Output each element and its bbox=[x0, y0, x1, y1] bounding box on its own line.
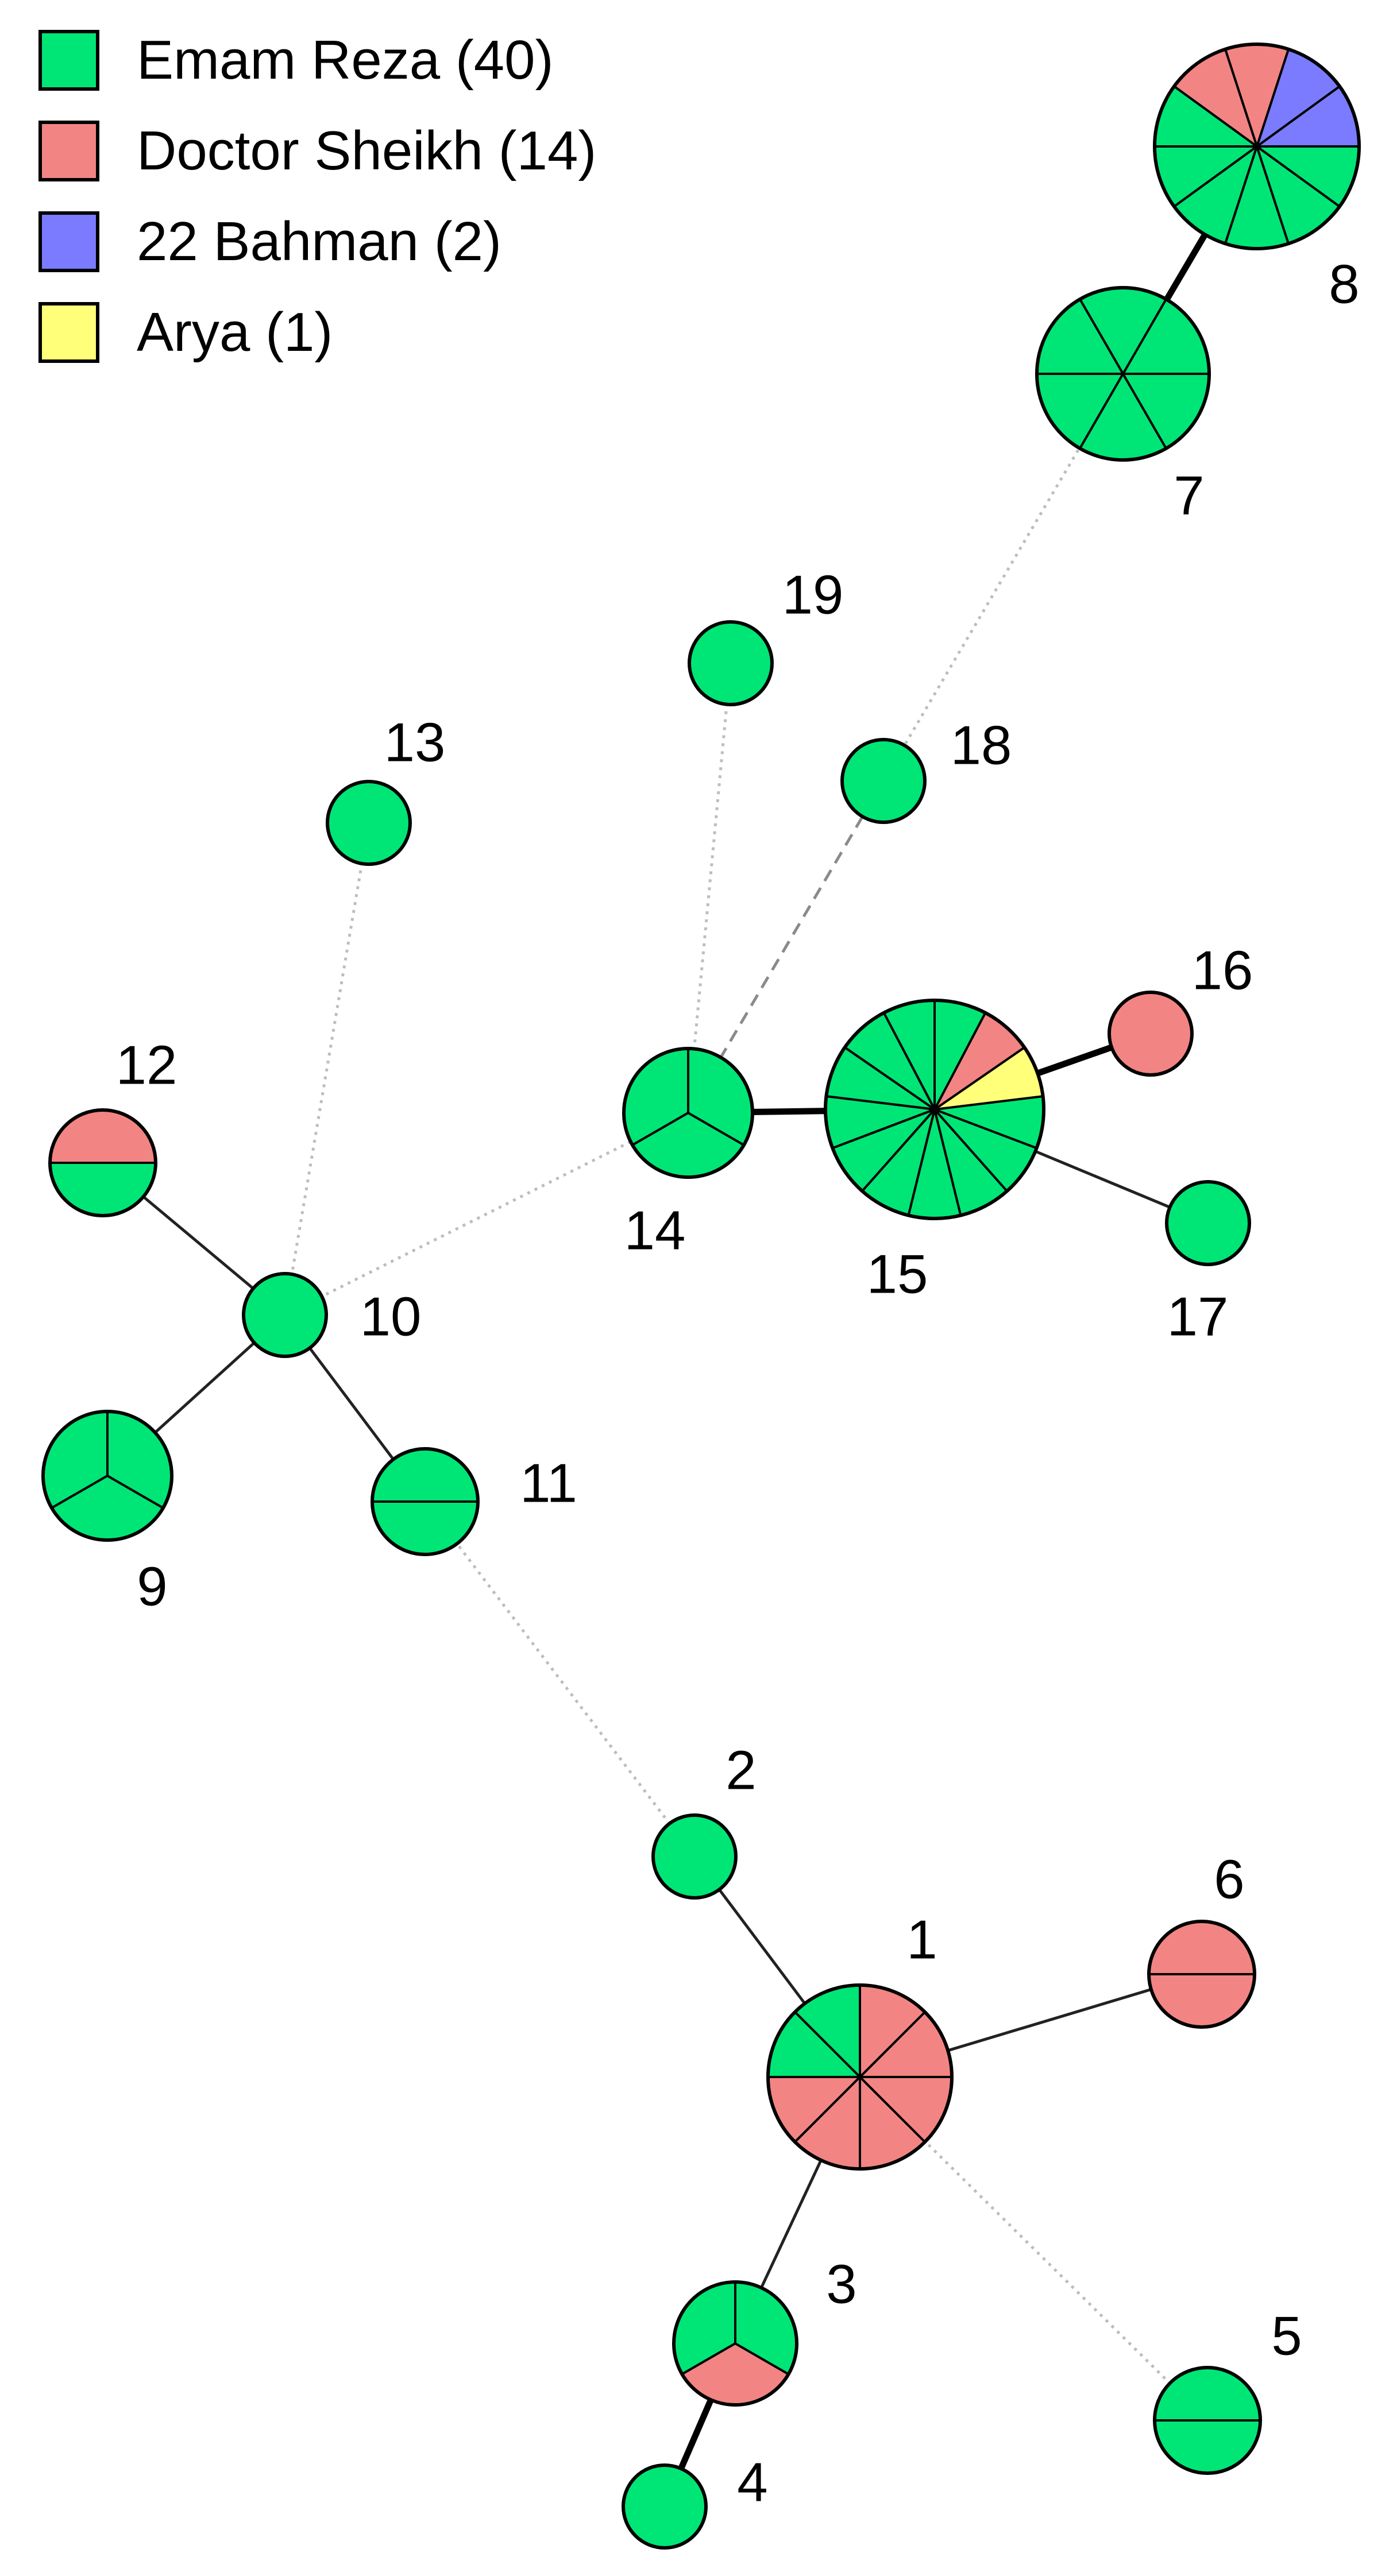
node-label-13: 13 bbox=[384, 711, 446, 773]
node-sector bbox=[326, 780, 412, 866]
node-outline bbox=[1153, 2366, 1262, 2475]
legend-swatch bbox=[38, 30, 99, 91]
node-sector bbox=[1165, 1180, 1251, 1266]
legend-label: 22 Bahman (2) bbox=[137, 211, 501, 272]
haplotype-node-18 bbox=[840, 738, 927, 824]
node-sector bbox=[688, 620, 774, 706]
node-label-1: 1 bbox=[906, 1909, 937, 1970]
haplotype-node-3 bbox=[672, 2280, 798, 2407]
haplotype-node-10 bbox=[242, 1272, 328, 1358]
node-sector bbox=[49, 1162, 157, 1217]
edge-11-2 bbox=[424, 1500, 696, 1858]
haplotype-node-12 bbox=[48, 1108, 157, 1217]
node-sector bbox=[1153, 2366, 1261, 2422]
node-label-16: 16 bbox=[1192, 939, 1253, 1001]
node-label-11: 11 bbox=[520, 1452, 577, 1514]
node-sector bbox=[840, 738, 927, 824]
node-outline bbox=[766, 1983, 954, 2171]
node-sector bbox=[1148, 1920, 1256, 1975]
legend-swatch bbox=[38, 302, 99, 363]
edge-14-10 bbox=[284, 1111, 689, 1317]
node-label-17: 17 bbox=[1167, 1286, 1229, 1347]
node-sector bbox=[1108, 991, 1194, 1077]
haplotype-node-7 bbox=[1035, 286, 1211, 462]
edge-19-14 bbox=[686, 663, 732, 1113]
haplotype-node-2 bbox=[651, 1813, 738, 1900]
haplotype-node-4 bbox=[622, 2463, 708, 2550]
node-sector bbox=[622, 2463, 708, 2550]
haplotype-node-1 bbox=[766, 1983, 954, 2171]
haplotype-node-5 bbox=[1153, 2366, 1262, 2475]
node-sector bbox=[371, 1500, 479, 1556]
haplotype-node-8 bbox=[1153, 42, 1361, 250]
node-label-14: 14 bbox=[624, 1200, 686, 1261]
node-label-4: 4 bbox=[737, 2451, 767, 2513]
node-outline bbox=[41, 1410, 173, 1542]
edge-13-10 bbox=[283, 822, 371, 1316]
node-sector bbox=[371, 1448, 479, 1503]
haplotype-node-9 bbox=[41, 1410, 173, 1542]
node-label-18: 18 bbox=[951, 714, 1012, 776]
node-outline bbox=[1035, 286, 1211, 462]
node-outline bbox=[371, 1447, 480, 1556]
haplotype-node-14 bbox=[622, 1047, 754, 1179]
node-outline bbox=[824, 999, 1045, 1220]
node-label-7: 7 bbox=[1174, 465, 1204, 526]
haplotype-node-16 bbox=[1108, 991, 1194, 1077]
haplotype-node-6 bbox=[1147, 1920, 1256, 2029]
node-label-9: 9 bbox=[137, 1556, 167, 1617]
node-sector bbox=[1148, 1973, 1256, 2028]
node-label-6: 6 bbox=[1214, 1848, 1244, 1910]
haplotype-node-15 bbox=[824, 999, 1045, 1220]
legend-swatch bbox=[38, 121, 99, 181]
node-outline bbox=[672, 2280, 798, 2407]
node-outline bbox=[1153, 42, 1361, 250]
legend-label: Doctor Sheikh (14) bbox=[137, 120, 596, 181]
node-sector bbox=[651, 1813, 738, 1900]
haplotype-node-19 bbox=[688, 620, 774, 706]
node-label-12: 12 bbox=[116, 1034, 177, 1096]
node-label-19: 19 bbox=[782, 564, 844, 625]
network-nodes bbox=[41, 42, 1361, 2550]
node-label-8: 8 bbox=[1329, 253, 1359, 315]
legend-swatch bbox=[38, 211, 99, 272]
haplotype-node-13 bbox=[326, 780, 412, 866]
node-label-10: 10 bbox=[360, 1286, 422, 1347]
haplotype-node-11 bbox=[371, 1447, 480, 1556]
node-outline bbox=[1147, 1920, 1256, 2029]
node-label-15: 15 bbox=[867, 1243, 928, 1305]
node-sector bbox=[242, 1272, 328, 1358]
node-outline bbox=[622, 1047, 754, 1179]
node-sector bbox=[1153, 2419, 1261, 2474]
haplotype-node-17 bbox=[1165, 1180, 1251, 1266]
node-label-5: 5 bbox=[1271, 2305, 1302, 2366]
node-label-2: 2 bbox=[726, 1739, 756, 1801]
node-sector bbox=[49, 1109, 157, 1164]
legend: Emam Reza (40) Doctor Sheikh (14) 22 Bahma… bbox=[38, 29, 596, 363]
node-outline bbox=[48, 1108, 157, 1217]
legend-label: Arya (1) bbox=[137, 301, 333, 363]
legend-label: Emam Reza (40) bbox=[137, 29, 554, 91]
node-label-3: 3 bbox=[826, 2253, 856, 2315]
